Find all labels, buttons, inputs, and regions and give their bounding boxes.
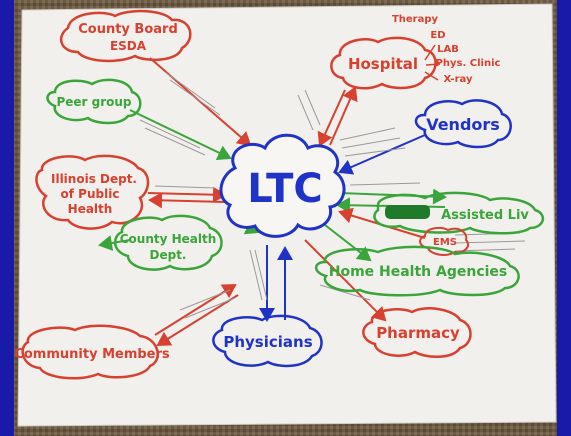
arrow-pharmacy: [304, 239, 387, 322]
hospital-service-xray: X-ray: [444, 74, 473, 85]
county-health-line1: County Health: [120, 232, 217, 246]
arrow-home-health: [324, 224, 372, 262]
ems-label: EMS: [433, 237, 457, 248]
arrow-from-hospital: [317, 89, 346, 147]
pharmacy-cloud: [362, 307, 472, 358]
county-health-line2: Dept.: [150, 248, 187, 262]
county-health-node: County Health Dept.: [114, 214, 223, 271]
vendors-node: Vendors: [414, 99, 512, 149]
county-board-node: County Board ESDA: [59, 9, 192, 63]
idph-line2: of Public: [61, 187, 120, 201]
ltc-node: LTC: [219, 133, 346, 238]
hospital-service-ed: ED: [430, 30, 445, 41]
county-board-cloud: [59, 9, 192, 63]
ltc-label: LTC: [247, 166, 323, 212]
home-health-node: Home Health Agencies: [314, 245, 520, 297]
peer-group-node: Peer group: [46, 78, 142, 125]
pharmacy-node: Pharmacy: [362, 307, 472, 358]
idph-line1: Illinois Dept.: [51, 172, 137, 186]
hospital-node: Hospital Therapy ED LAB Phys. Clinic X-r…: [330, 14, 501, 90]
vendors-cloud: [414, 99, 512, 149]
arrow-to-hospital: [329, 86, 358, 146]
county-health-cloud: [114, 214, 223, 271]
ltc-cloud: [219, 133, 346, 238]
physicians-label: Physicians: [223, 333, 312, 351]
peer-group-label: Peer group: [56, 95, 131, 109]
vendors-label: Vendors: [426, 115, 500, 134]
community-cloud: [21, 324, 159, 380]
idph-cloud: [35, 154, 150, 230]
idph-node: Illinois Dept. of Public Health: [35, 154, 150, 230]
pharmacy-label: Pharmacy: [376, 324, 460, 342]
county-board-line1: County Board: [78, 22, 178, 37]
peer-group-cloud: [46, 78, 142, 125]
county-board-line2: ESDA: [110, 39, 147, 53]
hospital-cloud: [330, 36, 437, 90]
arrow-peer-group: [129, 109, 232, 161]
home-health-cloud: [314, 245, 520, 297]
hospital-service-clinic: Phys. Clinic: [436, 58, 501, 69]
assisted-living-node: Assisted Liv: [373, 191, 545, 235]
idph-line3: Health: [68, 202, 113, 216]
redacted-scribble: [385, 205, 430, 219]
physicians-node: Physicians: [212, 314, 323, 368]
assisted-living-label: Assisted Liv: [441, 208, 529, 223]
hospital-label: Hospital: [348, 55, 418, 73]
arrow-from-community: [156, 294, 239, 347]
assisted-living-cloud: [373, 191, 545, 235]
home-health-label: Home Health Agencies: [329, 264, 508, 280]
hospital-service-lab: LAB: [437, 44, 459, 55]
physicians-cloud: [212, 314, 323, 368]
community-node: Community Members: [14, 324, 170, 380]
arrow-from-idph: [148, 192, 226, 209]
arrow-vendors: [338, 134, 426, 175]
hospital-service-therapy: Therapy: [392, 14, 439, 25]
community-label: Community Members: [14, 347, 170, 362]
